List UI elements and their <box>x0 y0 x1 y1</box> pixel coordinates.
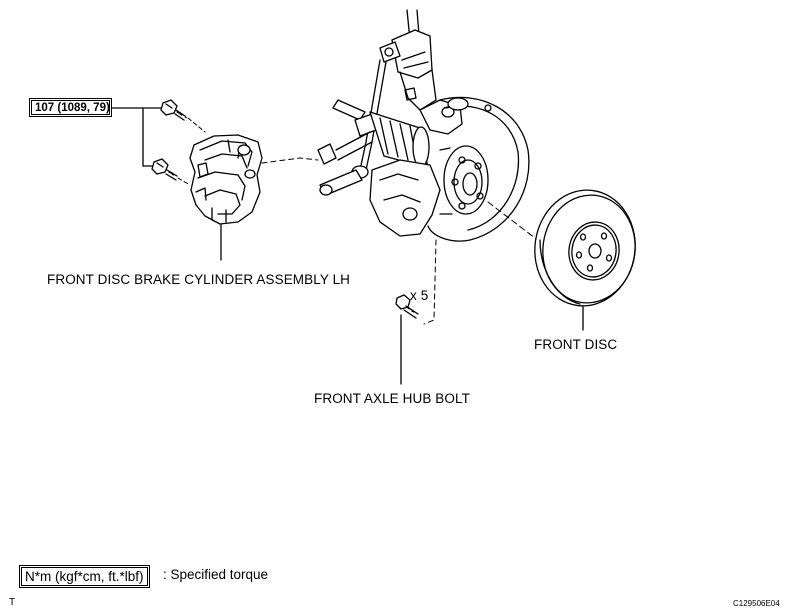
caliper-bolt-upper <box>160 99 188 121</box>
torque-legend-unit: N*m (kgf*cm, ft.*lbf) <box>21 567 148 586</box>
brake-caliper <box>189 134 263 225</box>
caliper-label: FRONT DISC BRAKE CYLINDER ASSEMBLY LH <box>47 272 351 287</box>
torque-spec-value: 107 (1089, 79) <box>31 100 110 115</box>
torque-spec-box: 107 (1089, 79) <box>29 98 112 117</box>
figure-code: C129506E04 <box>733 599 780 608</box>
torque-legend-description: : Specified torque <box>163 567 269 582</box>
hub-bolt <box>395 294 419 319</box>
disc-label: FRONT DISC <box>534 337 618 352</box>
hub-bolt-label: FRONT AXLE HUB BOLT <box>314 391 470 406</box>
corner-mark: T <box>9 597 16 608</box>
drive-shaft <box>317 99 430 169</box>
axle-hub <box>439 145 489 215</box>
bolt-quantity-label: x 5 <box>410 288 429 303</box>
strut-assembly <box>379 9 437 111</box>
caliper-bolt-lower <box>151 158 178 181</box>
stabilizer-link <box>319 59 387 196</box>
torque-leader-lines <box>111 107 166 167</box>
torque-legend-box: N*m (kgf*cm, ft.*lbf) <box>19 565 150 588</box>
front-disc-rotor <box>534 189 636 307</box>
dust-shield <box>427 96 530 242</box>
